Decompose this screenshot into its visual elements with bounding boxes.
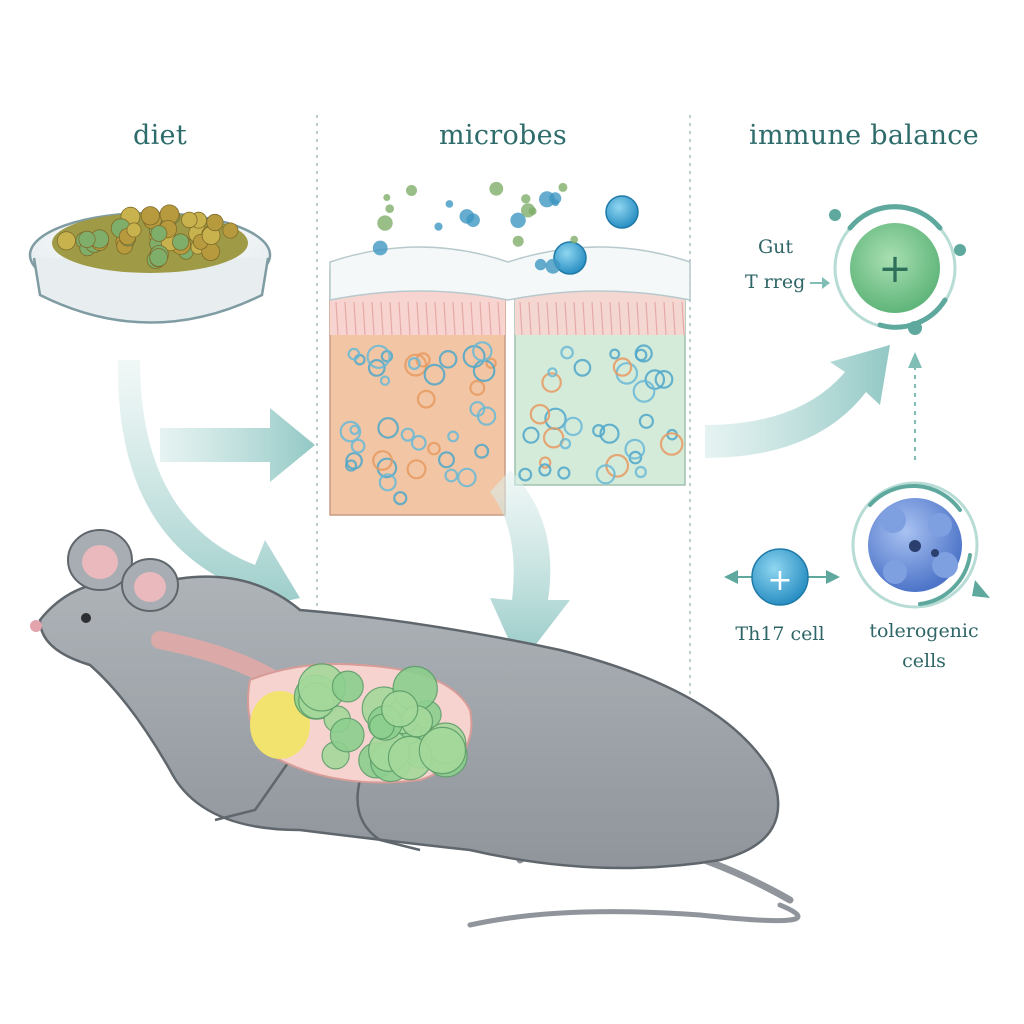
label-th17-cell: Th17 cell [735,623,825,645]
plus-icon: + [767,563,792,598]
microbe-icon [372,181,639,275]
th17-cell-icon: + [724,548,840,606]
food-bowl-icon [28,204,272,324]
diet-to-mouse-arrow [117,360,300,612]
heading-diet: diet [133,120,187,151]
treg-pointer-arrow [810,277,830,289]
heading-microbes: microbes [438,120,568,151]
mouse-icon [30,529,801,928]
tolerogenic-cell-icon [851,481,990,609]
plus-icon: + [878,246,912,292]
diet-to-tissue-arrow [160,408,315,482]
label-gut: Gut [758,236,794,258]
heading-immune-balance: immune balance [749,120,979,151]
tolerogenic-to-treg-arrow [908,352,922,460]
intestinal-tissue-icon [329,246,691,516]
label-cells: cells [902,650,946,672]
label-tolerogenic: tolerogenic [869,620,979,642]
tissue-to-immune-arrow [705,345,890,458]
treg-cell-icon: + [829,204,966,335]
label-treg: T rreg [745,271,806,293]
tissue-to-mouse-arrow [490,470,570,665]
